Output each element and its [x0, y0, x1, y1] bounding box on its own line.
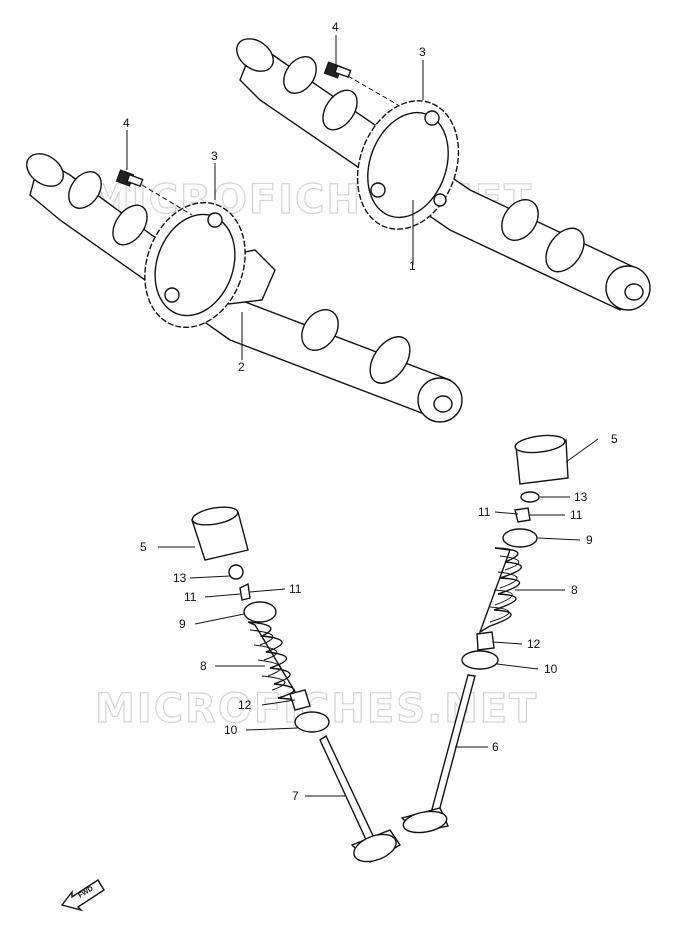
callout-9-right: 9	[586, 533, 593, 547]
callout-5-left: 5	[140, 540, 147, 554]
callout-11-left-a: 11	[184, 590, 197, 604]
callout-4-left: 4	[123, 116, 130, 130]
valve-left	[319, 734, 401, 863]
tappet-left	[191, 506, 249, 561]
retainer-right	[502, 528, 538, 548]
cam-sprocket-intake	[144, 201, 246, 329]
bolt-exhaust	[323, 61, 352, 79]
spring-left	[247, 621, 302, 701]
callout-13-left: 13	[173, 571, 187, 585]
cam-sprocket-exhaust	[356, 100, 460, 230]
bolt-intake	[115, 169, 144, 188]
callout-11-right-b: 11	[570, 508, 583, 522]
callout-3-left: 3	[211, 149, 218, 163]
valve-right	[400, 674, 476, 834]
callout-8-right: 8	[571, 583, 578, 597]
callout-6: 6	[492, 740, 499, 754]
retainer-left	[243, 601, 277, 623]
spring-seat-right	[461, 650, 499, 670]
spring-seat-left	[294, 711, 330, 733]
callout-12-left: 12	[238, 698, 252, 712]
callout-8-left: 8	[200, 659, 207, 673]
callout-4-right: 4	[332, 20, 339, 34]
callout-1: 1	[409, 259, 416, 273]
callout-2: 2	[238, 360, 245, 374]
camshaft-intake	[26, 153, 463, 423]
callout-5-right: 5	[611, 432, 618, 446]
shim-left	[228, 564, 244, 580]
callout-11-right-a: 11	[478, 505, 491, 519]
callout-12-right: 12	[527, 637, 541, 651]
callout-10-left: 10	[224, 723, 238, 737]
callout-7: 7	[292, 789, 299, 803]
callout-11-left-b: 11	[289, 582, 302, 596]
tappet-right	[514, 434, 569, 485]
cotter-left	[239, 582, 251, 601]
callout-13-right: 13	[574, 490, 588, 504]
fwd-arrow-icon: FWD	[60, 879, 105, 912]
seal-left	[289, 689, 311, 711]
cotter-right	[514, 507, 531, 523]
spring-right	[478, 547, 522, 634]
callout-9-left: 9	[179, 617, 186, 631]
shim-right	[520, 491, 540, 503]
callout-10-right: 10	[544, 662, 558, 676]
callout-3-right: 3	[419, 45, 426, 59]
seal-right	[476, 631, 495, 651]
